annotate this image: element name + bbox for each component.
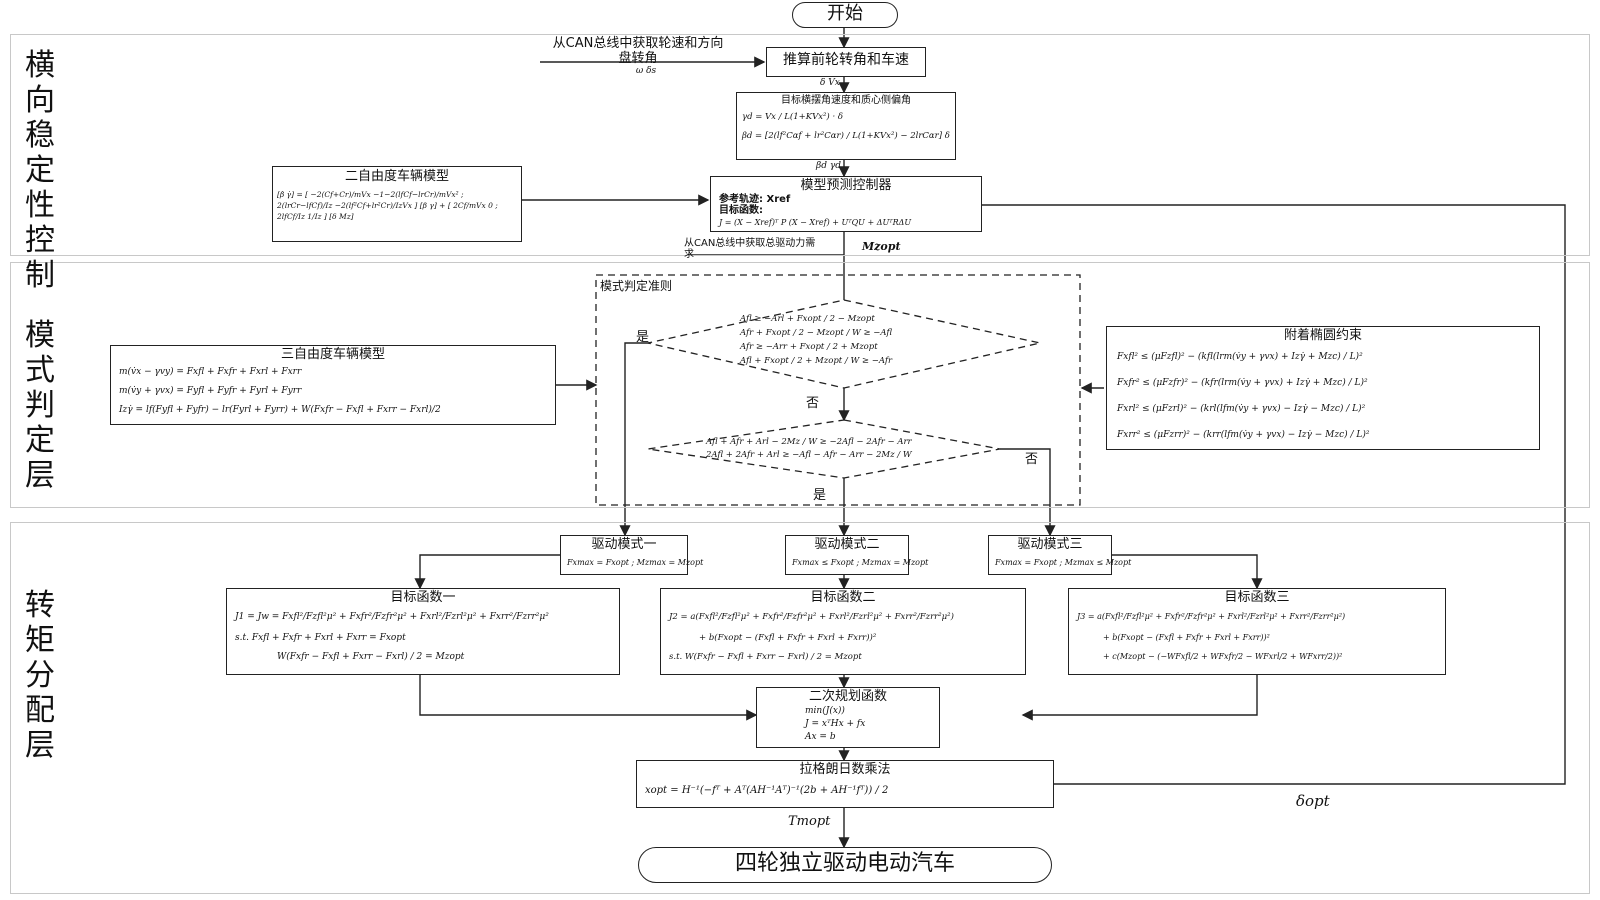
estimate-vars: δ Vx bbox=[820, 78, 840, 88]
objective-2-eq-3: s.t. W(Fxfr − Fxfl + Fxrr − Fxrl) / 2 = … bbox=[669, 652, 862, 662]
criteria-frame bbox=[595, 274, 1081, 506]
objective-2-title: 目标函数二 bbox=[810, 590, 876, 605]
drive-mode-1-box: 驱动模式一 Fxmax = Fxopt ; Mzmax = Mzopt bbox=[560, 535, 704, 575]
objective-1-box: 目标函数一 J1 = Jw = Fxfl²/Fzfl²μ² + Fxfr²/Fz… bbox=[226, 588, 620, 675]
diamond2-conditions: Afl + Afr + Arl − 2Mz / W ≥ −2Afl − 2Afr… bbox=[706, 436, 912, 462]
objective-3-eq-2: + b(Fxopt − (Fxfl + Fxfr + Fxrl + Fxrr))… bbox=[1103, 633, 1270, 642]
objective-2-box: 目标函数二 J2 = a(Fxfl²/Fzfl²μ² + Fxfr²/Fzfr²… bbox=[660, 588, 1026, 675]
ellipse-eq-4: Fxrr² ≤ (μFzrr)² − (krr(lfm(v̇y + γvx) −… bbox=[1117, 430, 1370, 440]
objective-1-title: 目标函数一 bbox=[390, 590, 456, 605]
three-dof-eq-1: m(v̇x − γvy) = Fxfl + Fxfr + Fxrl + Fxrr bbox=[119, 367, 302, 377]
qp-eq-1: min(J(x)) bbox=[805, 706, 845, 716]
d1-no-label: 否 bbox=[806, 396, 820, 411]
drive-mode-3-eq: Fxmax = Fxopt ; Mzmax ≤ Mzopt bbox=[995, 558, 1132, 567]
arrow-d2-mode3 bbox=[1000, 448, 1056, 537]
end-terminal: 四轮独立驱动电动汽车 bbox=[638, 847, 1052, 883]
two-dof-title: 二自由度车辆模型 bbox=[344, 169, 449, 184]
two-dof-model-box: 二自由度车辆模型 [β̇ γ̇] = [ −2(Cf+Cr)/mVx −1−2(… bbox=[272, 166, 522, 242]
three-dof-model-box: 三自由度车辆模型 m(v̇x − γvy) = Fxfl + Fxfr + Fx… bbox=[110, 345, 556, 425]
layer-torque-label: 转矩分配层 bbox=[25, 588, 55, 763]
qp-eq-3: Ax = b bbox=[805, 732, 836, 742]
objective-3-eq-3: + c(Mzopt − (−WFxfl/2 + WFxfr/2 − WFxrl/… bbox=[1103, 652, 1343, 661]
diamond-criteria-1 bbox=[647, 299, 1041, 389]
objective-3-title: 目标函数三 bbox=[1224, 590, 1290, 605]
qp-title: 二次规划函数 bbox=[808, 689, 887, 704]
arrow-mode1-obj1 bbox=[414, 554, 560, 590]
drive-mode-3-title: 驱动模式三 bbox=[1017, 537, 1083, 552]
lagrange-title: 拉格朗日数乘法 bbox=[799, 762, 891, 777]
three-dof-eq-2: m(v̇y + γvx) = Fyfl + Fyfr + Fyrl + Fyrr bbox=[119, 386, 302, 396]
layer-torque-frame bbox=[10, 522, 1590, 894]
mpc-objective-label: 目标函数: bbox=[719, 205, 763, 216]
three-dof-title: 三自由度车辆模型 bbox=[280, 347, 385, 362]
ellipse-eq-3: Fxrl² ≤ (μFzrl)² − (krl(lfm(v̇y + γvx) −… bbox=[1117, 404, 1366, 414]
mpc-title: 模型预测控制器 bbox=[800, 178, 892, 193]
ellipse-eq-2: Fxfr² ≤ (μFzfr)² − (kfr(lrm(v̇y + γvx) +… bbox=[1117, 378, 1368, 388]
diamond1-conditions: Afl ≥ −Arl + Fxopt / 2 − Mzopt Afr + Fxo… bbox=[740, 312, 892, 368]
qp-eq-2: J = xᵀHx + fx bbox=[805, 719, 866, 729]
lagrange-box: 拉格朗日数乘法 xopt = H⁻¹(−fᵀ + Aᵀ(AH⁻¹Aᵀ)⁻¹(2b… bbox=[636, 760, 1054, 808]
start-terminal: 开始 bbox=[792, 2, 898, 28]
delta-opt-label: δopt bbox=[1296, 792, 1330, 810]
d1-line-2: Afr + Fxopt / 2 − Mzopt / W ≥ −Afl bbox=[740, 328, 893, 338]
arrow-obj1-qp bbox=[419, 675, 758, 721]
d2-yes-label: 是 bbox=[813, 488, 827, 503]
estimate-box: 推算前轮转角和车速 bbox=[766, 47, 926, 77]
criteria-title: 模式判定准则 bbox=[600, 279, 673, 293]
objective-1-eq-1: J1 = Jw = Fxfl²/Fzfl²μ² + Fxfr²/Fzfr²μ² … bbox=[235, 612, 549, 622]
ellipse-title: 附着椭圆约束 bbox=[1283, 328, 1362, 343]
layer-lateral-label: 横向稳定性控制 bbox=[25, 48, 55, 293]
d1-line-1: Afl ≥ −Arl + Fxopt / 2 − Mzopt bbox=[740, 314, 875, 324]
tmopt-label: Tmopt bbox=[788, 814, 831, 829]
d1-line-4: Afl + Fxopt / 2 + Mzopt / W ≥ −Afr bbox=[740, 356, 893, 366]
target-box: 目标横摆角速度和质心侧偏角 γd = Vx / L(1+KVx²) · δ βd… bbox=[736, 92, 956, 160]
d1-line-3: Afr ≥ −Arr + Fxopt / 2 + Mzopt bbox=[740, 342, 878, 352]
ellipse-constraint-box: 附着椭圆约束 Fxfl² ≤ (μFzfl)² − (kfl(lrm(v̇y +… bbox=[1106, 326, 1540, 450]
can-input-label: 从CAN总线中获取轮速和方向盘转角 bbox=[552, 36, 724, 66]
objective-3-eq-1: J3 = a(Fxfl²/Fzfl²μ² + Fxfr²/Fzfr²μ² + F… bbox=[1077, 612, 1346, 621]
target-vars: βd γd bbox=[816, 161, 841, 171]
drive-mode-1-eq: Fxmax = Fxopt ; Mzmax = Mzopt bbox=[567, 558, 704, 567]
objective-1-eq-2: s.t. Fxfl + Fxfr + Fxrl + Fxrr = Fxopt bbox=[235, 633, 406, 643]
diamond-criteria-2 bbox=[647, 419, 1001, 479]
drive-mode-3-box: 驱动模式三 Fxmax = Fxopt ; Mzmax ≤ Mzopt bbox=[988, 535, 1132, 575]
d2-line-1: Afl + Afr + Arl − 2Mz / W ≥ −2Afl − 2Afr… bbox=[706, 437, 912, 447]
mpc-eq: J = (X − Xref)ᵀ P (X − Xref) + UᵀQU + ΔU… bbox=[719, 218, 912, 227]
d1-yes-label: 是 bbox=[636, 330, 650, 345]
line-mpc-delta bbox=[982, 204, 1566, 785]
target-eq-1: γd = Vx / L(1+KVx²) · δ bbox=[742, 112, 843, 122]
lagrange-eq: xopt = H⁻¹(−fᵀ + Aᵀ(AH⁻¹Aᵀ)⁻¹(2b + AH⁻¹f… bbox=[645, 785, 889, 796]
objective-3-box: 目标函数三 J3 = a(Fxfl²/Fzfl²μ² + Fxfr²/Fzfr²… bbox=[1068, 588, 1446, 675]
two-dof-eq: [β̇ γ̇] = [ −2(Cf+Cr)/mVx −1−2(lfCf−lrCr… bbox=[277, 190, 498, 221]
ellipse-eq-1: Fxfl² ≤ (μFzfl)² − (kfl(lrm(v̇y + γvx) +… bbox=[1117, 352, 1363, 362]
can-force-label: 从CAN总线中获取总驱动力需求 bbox=[684, 238, 816, 260]
qp-box: 二次规划函数 min(J(x)) J = xᵀHx + fx Ax = b bbox=[756, 687, 940, 748]
d2-line-2: 2Afl + 2Afr + Arl ≥ −Afl − Afr − Arr − 2… bbox=[706, 450, 912, 460]
mopt-label: Mzopt bbox=[862, 240, 901, 253]
d2-no-label: 否 bbox=[1025, 452, 1039, 467]
three-dof-eq-3: Izγ̇ = lf(Fyfl + Fyfr) − lr(Fyrl + Fyrr)… bbox=[119, 405, 441, 415]
drive-mode-2-eq: Fxmax ≤ Fxopt ; Mzmax = Mzopt bbox=[792, 558, 929, 567]
drive-mode-2-box: 驱动模式二 Fxmax ≤ Fxopt ; Mzmax = Mzopt bbox=[785, 535, 929, 575]
objective-2-eq-1: J2 = a(Fxfl²/Fzfl²μ² + Fxfr²/Fzfr²μ² + F… bbox=[669, 612, 954, 622]
objective-2-eq-2: + b(Fxopt − (Fxfl + Fxfr + Fxrl + Fxrr))… bbox=[699, 633, 877, 643]
mpc-box: 模型预测控制器 参考轨迹: Xref 目标函数: J = (X − Xref)ᵀ… bbox=[710, 176, 982, 232]
layer-mode-frame bbox=[10, 262, 1590, 508]
mpc-ref: 参考轨迹: Xref bbox=[719, 194, 791, 205]
arrow-obj3-qp bbox=[1021, 675, 1258, 721]
layer-lateral-frame bbox=[10, 34, 1590, 256]
drive-mode-1-title: 驱动模式一 bbox=[591, 537, 657, 552]
objective-1-eq-3: W(Fxfr − Fxfl + Fxrr − Fxrl) / 2 = Mzopt bbox=[277, 652, 465, 662]
arrow-mode3-obj3 bbox=[1110, 554, 1263, 590]
drive-mode-2-title: 驱动模式二 bbox=[814, 537, 880, 552]
can-input-vars: ω δs bbox=[635, 66, 657, 76]
target-title: 目标横摆角速度和质心侧偏角 bbox=[781, 95, 911, 106]
layer-mode-label: 模式判定层 bbox=[25, 318, 55, 493]
target-eq-2: βd = [2(lf²Cαf + lr²Cαr) / L(1+KVx²) − 2… bbox=[742, 131, 950, 141]
